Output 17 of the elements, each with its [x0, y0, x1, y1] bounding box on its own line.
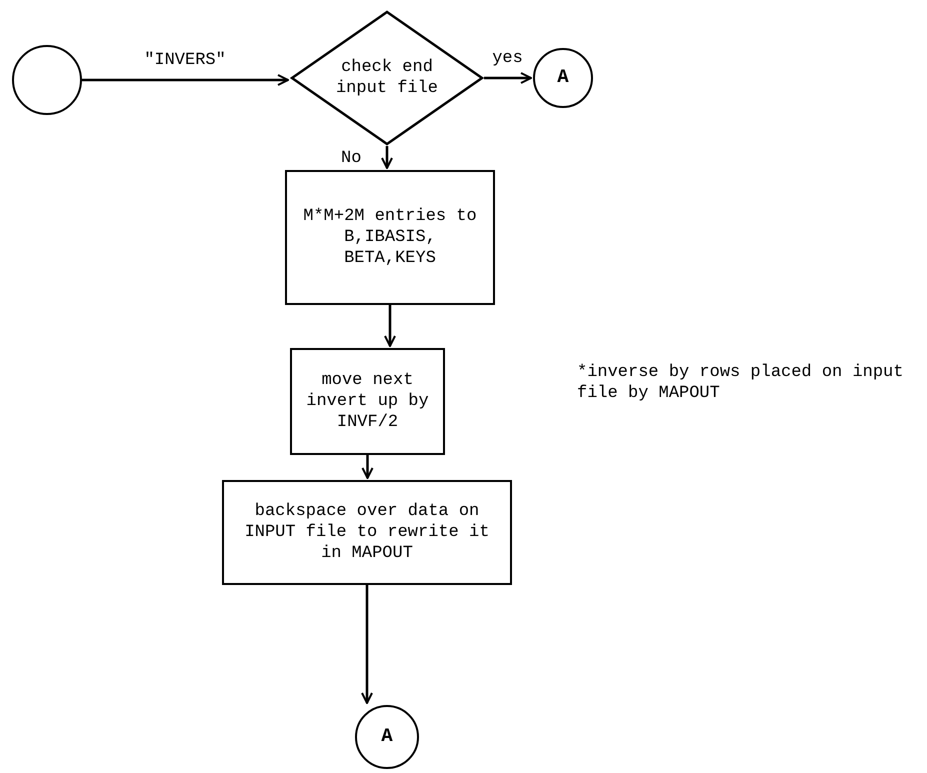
node-text: move next invert up by INVF/2 — [305, 370, 430, 434]
arrow — [381, 146, 393, 169]
arrow — [362, 455, 374, 479]
node-text: check end input file — [334, 56, 440, 100]
process-box — [290, 348, 445, 455]
node-text: A — [381, 725, 393, 749]
process-box — [222, 480, 512, 585]
process-box — [285, 170, 495, 305]
arrow — [484, 72, 532, 84]
node-text: M*M+2M entries to B,IBASIS, BETA,KEYS — [302, 206, 478, 270]
arrow — [384, 305, 396, 347]
node-text: backspace over data on INPUT file to rewrite it in MAPOUT — [244, 500, 490, 564]
arrow — [361, 585, 373, 704]
note-text: *inverse by rows placed on input file by MAPOUT — [577, 362, 904, 404]
arrow — [82, 74, 289, 86]
decision-diamond — [290, 10, 484, 146]
node-text: A — [557, 66, 569, 90]
